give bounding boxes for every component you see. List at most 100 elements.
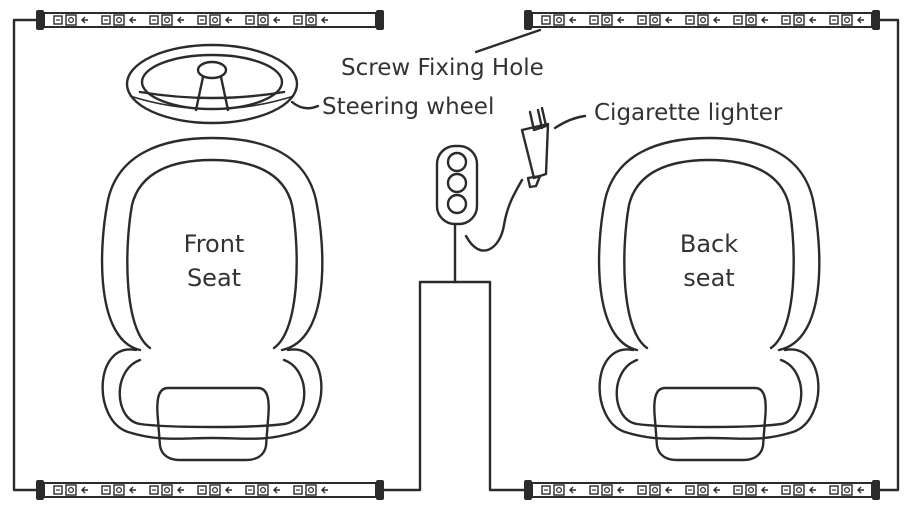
strip-end-cap	[872, 10, 880, 30]
led-chip	[793, 484, 805, 496]
arrow-left-icon	[129, 486, 136, 494]
led-chip	[841, 14, 853, 26]
led-chip	[161, 14, 173, 26]
steering-wheel-icon	[125, 43, 299, 125]
wire-right-loop	[868, 18, 900, 492]
arrow-left-icon	[617, 486, 624, 494]
arrow-left-icon	[761, 16, 768, 24]
wire-left-loop	[12, 18, 46, 492]
front-seat-icon	[100, 136, 324, 462]
led-chip	[101, 485, 111, 495]
strip-end-cap	[524, 10, 532, 30]
strip-end-cap	[376, 480, 384, 500]
led-chip	[541, 485, 551, 495]
cigarette-lighter-plug-icon	[520, 106, 550, 189]
led-chip	[65, 484, 77, 496]
arrow-left-icon	[569, 16, 576, 24]
arrow-left-icon	[713, 16, 720, 24]
led-chip	[245, 15, 255, 25]
wire-lighter-cable	[464, 178, 524, 252]
arrow-left-icon	[857, 486, 864, 494]
led-chip	[841, 484, 853, 496]
led-chip	[685, 15, 695, 25]
led-chip	[53, 15, 63, 25]
led-chip	[781, 15, 791, 25]
led-chip	[257, 14, 269, 26]
controller-box-icon	[435, 144, 479, 226]
label-cigarette-lighter: Cigarette lighter	[594, 100, 783, 126]
led-chip	[733, 15, 743, 25]
led-chip	[697, 484, 709, 496]
wiring	[12, 18, 900, 492]
arrow-left-icon	[569, 486, 576, 494]
label-screw-fixing-hole: Screw Fixing Hole	[341, 55, 544, 81]
led-chip	[601, 484, 613, 496]
label-front-seat-line2: Seat	[187, 264, 241, 292]
led-chip	[829, 485, 839, 495]
wire-center-right	[453, 280, 538, 492]
led-chip	[685, 485, 695, 495]
led-chip	[637, 15, 647, 25]
led-chip	[589, 485, 599, 495]
led-strip-bottom-left	[36, 480, 384, 500]
led-chip	[209, 14, 221, 26]
arrow-left-icon	[273, 16, 280, 24]
arrow-left-icon	[177, 16, 184, 24]
led-chip	[149, 15, 159, 25]
arrow-left-icon	[273, 486, 280, 494]
arrow-left-icon	[665, 486, 672, 494]
led-chip	[601, 14, 613, 26]
led-chip	[293, 485, 303, 495]
led-chip	[649, 14, 661, 26]
label-back-seat-line2: seat	[683, 264, 734, 292]
led-chip	[101, 15, 111, 25]
arrow-left-icon	[225, 486, 232, 494]
strip-end-cap	[524, 480, 532, 500]
led-strip-top-right	[524, 10, 880, 30]
led-strip-top-left	[36, 10, 384, 30]
label-steering-wheel: Steering wheel	[322, 94, 494, 120]
led-chip	[829, 15, 839, 25]
led-chip	[745, 14, 757, 26]
led-chip	[305, 484, 317, 496]
label-back-seat-line1: Back	[680, 230, 738, 258]
screw-fixing-hole-leader	[474, 28, 542, 54]
led-chip	[197, 485, 207, 495]
led-chip	[589, 15, 599, 25]
led-chip	[245, 485, 255, 495]
led-chip	[149, 485, 159, 495]
strip-end-cap	[36, 480, 44, 500]
strip-end-cap	[376, 10, 384, 30]
led-chip	[161, 484, 173, 496]
led-strip-bottom-right	[524, 480, 880, 500]
led-chip	[649, 484, 661, 496]
led-chip	[637, 485, 647, 495]
led-chip	[781, 485, 791, 495]
led-chip	[257, 484, 269, 496]
label-front-seat-line1: Front	[184, 230, 245, 258]
arrow-left-icon	[321, 16, 328, 24]
strip-end-cap	[36, 10, 44, 30]
led-chip	[553, 484, 565, 496]
wire-center-left	[364, 280, 457, 492]
led-chip	[745, 484, 757, 496]
cigarette-lighter-leader	[553, 114, 587, 130]
arrow-left-icon	[177, 486, 184, 494]
arrow-left-icon	[321, 486, 328, 494]
arrow-left-icon	[81, 486, 88, 494]
back-seat-icon	[597, 136, 821, 462]
arrow-left-icon	[225, 16, 232, 24]
arrow-left-icon	[129, 16, 136, 24]
led-chip	[293, 15, 303, 25]
steering-wheel-leader	[290, 100, 320, 110]
arrow-left-icon	[665, 16, 672, 24]
led-chip	[113, 484, 125, 496]
arrow-left-icon	[713, 486, 720, 494]
led-chip	[733, 485, 743, 495]
arrow-left-icon	[857, 16, 864, 24]
led-chip	[553, 14, 565, 26]
led-chip	[541, 15, 551, 25]
led-chip	[113, 14, 125, 26]
arrow-left-icon	[761, 486, 768, 494]
